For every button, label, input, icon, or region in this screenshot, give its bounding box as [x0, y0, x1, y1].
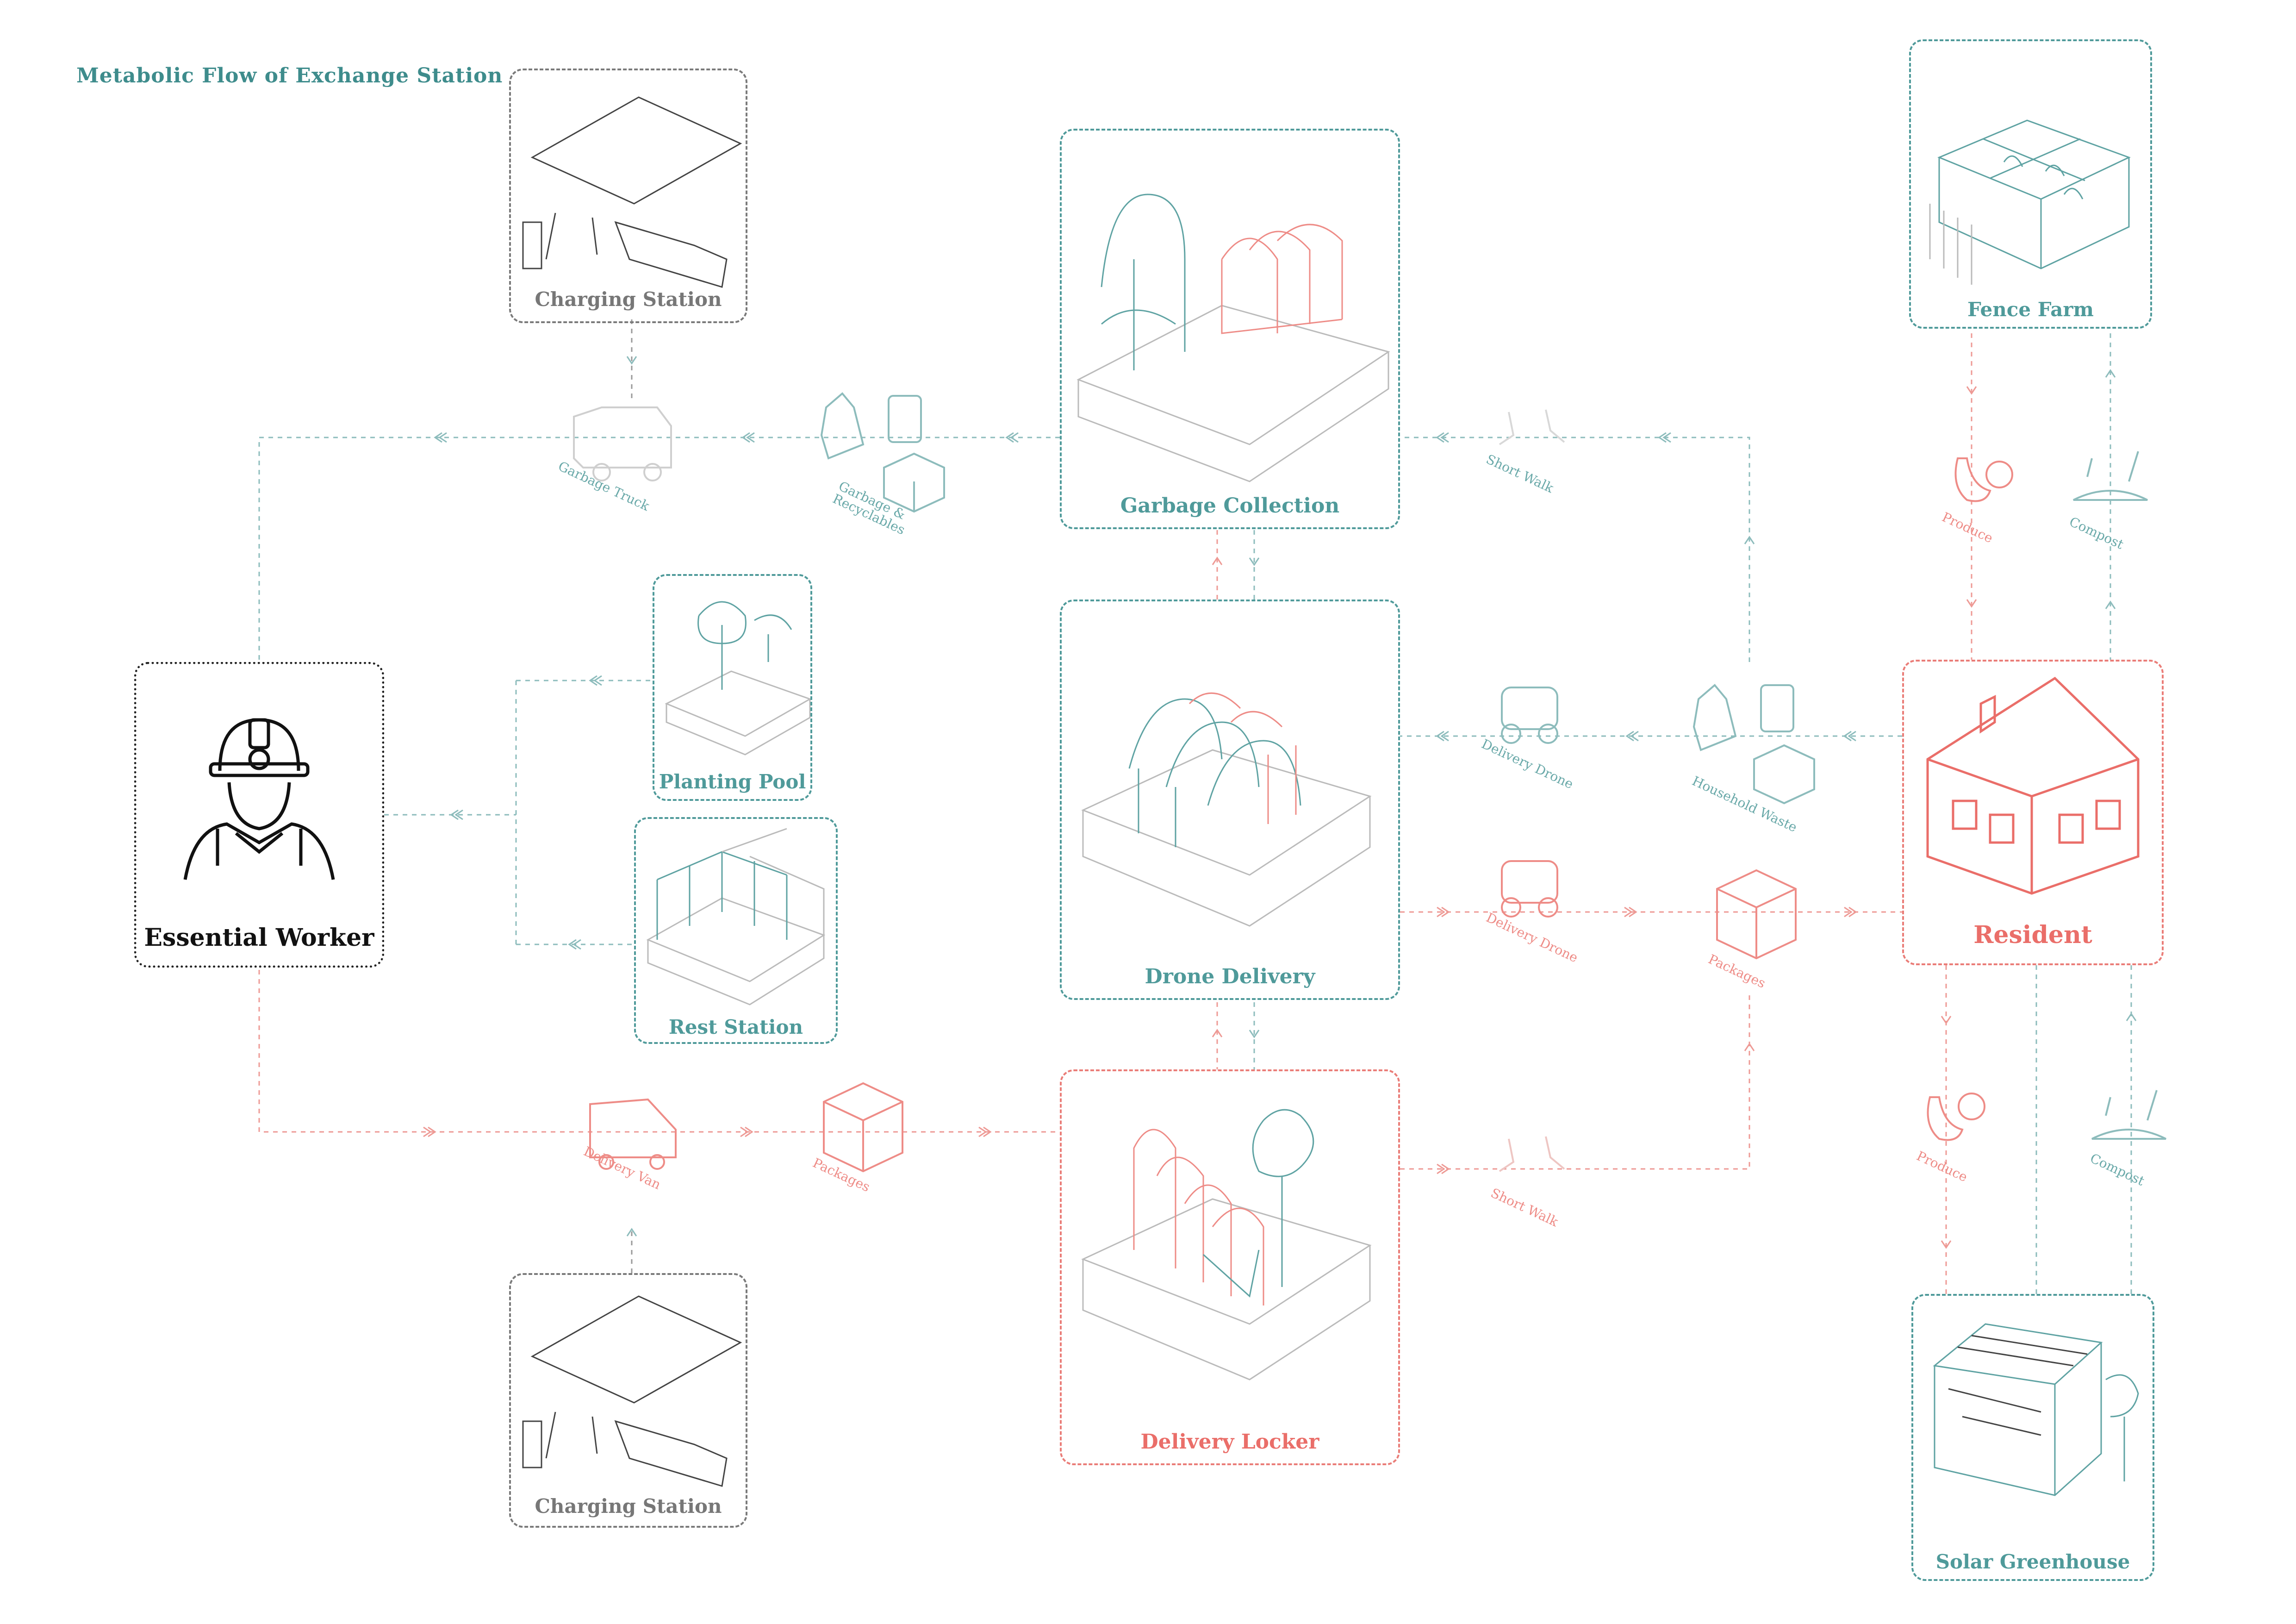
garbage-bag-icon — [1692, 684, 1737, 751]
box-icon — [883, 452, 945, 513]
delivery-van-icon — [589, 1098, 677, 1170]
box-icon — [1753, 744, 1815, 805]
arrow-up — [1212, 556, 1223, 565]
charging-station-bottom-label: Charging Station — [535, 1495, 722, 1518]
garbage-collection-illustration — [1076, 194, 1390, 482]
solar-greenhouse-box: Solar Greenhouse — [1911, 1294, 2154, 1581]
arrow-left — [589, 675, 602, 686]
arrow-down — [1966, 599, 1977, 608]
resident-box: Resident — [1902, 660, 2164, 965]
garbage-collection-box: Garbage Collection — [1060, 129, 1400, 529]
arrow-up — [2126, 1012, 2137, 1021]
arrow-right — [1437, 906, 1450, 918]
planting-pool-label: Planting Pool — [659, 770, 806, 793]
drone-delivery-illustration — [1081, 692, 1372, 927]
drone-delivery-box: Drone Delivery — [1060, 600, 1400, 1000]
fence-farm-illustration — [1929, 119, 2131, 285]
compost-icon — [2073, 451, 2148, 501]
drone-delivery-label: Drone Delivery — [1145, 965, 1315, 988]
arrow-up — [2105, 600, 2116, 609]
line-shortwalk-top — [1400, 437, 1750, 662]
arrow-down — [1249, 557, 1260, 566]
package-icon — [823, 1082, 903, 1173]
rest-station-label: Rest Station — [668, 1016, 803, 1038]
charging-station-bottom-box: Charging Station — [509, 1273, 747, 1528]
line-garbage-to-worker — [258, 437, 1060, 660]
delivery-drone-icon — [1501, 860, 1558, 918]
arrow-left — [450, 809, 463, 820]
planting-pool-illustration — [665, 601, 812, 756]
charging-station-top-label: Charging Station — [535, 288, 722, 311]
solar-greenhouse-label: Solar Greenhouse — [1935, 1550, 2130, 1573]
arrow-down — [1941, 1016, 1952, 1024]
can-icon — [888, 395, 922, 443]
arrow-left — [434, 432, 447, 443]
arrow-left — [1658, 432, 1671, 443]
line-van-to-locker — [258, 970, 1060, 1133]
delivery-drone-icon — [1501, 687, 1558, 744]
arrow-down — [626, 356, 637, 365]
arrow-right — [978, 1126, 992, 1137]
house-icon — [1926, 676, 2140, 895]
delivery-locker-illustration — [1081, 1109, 1372, 1380]
garbage-bag-icon — [820, 392, 865, 460]
arrow-right — [1437, 1163, 1450, 1174]
delivery-locker-box: Delivery Locker — [1060, 1069, 1400, 1465]
compost-icon — [2091, 1090, 2166, 1140]
walking-feet-icon — [1499, 1136, 1565, 1172]
rest-station-box: Rest Station — [634, 817, 838, 1044]
arrow-left — [1843, 731, 1856, 742]
arrow-up — [1212, 1029, 1223, 1037]
walking-feet-icon — [1499, 409, 1565, 445]
delivery-locker-label: Delivery Locker — [1140, 1430, 1319, 1454]
garbage-collection-label: Garbage Collection — [1120, 494, 1340, 518]
solar-greenhouse-illustration — [1933, 1323, 2139, 1496]
charging-station-top-box: Charging Station — [509, 69, 747, 323]
hard-hat-worker-icon — [183, 718, 335, 880]
package-icon — [1716, 869, 1797, 960]
fence-farm-label: Fence Farm — [1967, 298, 2094, 321]
arrow-left — [1436, 432, 1449, 443]
essential-worker-box: Essential Worker — [134, 662, 384, 968]
arrow-right — [1624, 906, 1637, 918]
line-worker-to-stations — [384, 680, 653, 945]
arrow-left — [1436, 731, 1449, 742]
arrow-down — [1249, 1030, 1260, 1038]
arrow-up — [626, 1228, 637, 1237]
rest-station-illustration — [646, 828, 826, 1006]
banana-apple-icon — [1927, 1093, 1985, 1141]
arrow-up — [2105, 369, 2116, 378]
charging-station-illustration — [522, 1295, 742, 1487]
arrow-left — [568, 939, 581, 950]
essential-worker-label: Essential Worker — [144, 924, 374, 952]
diagram-title: Metabolic Flow of Exchange Station — [76, 64, 503, 87]
arrow-right — [740, 1126, 753, 1137]
banana-apple-icon — [1954, 457, 2013, 502]
resident-label: Resident — [1973, 921, 2092, 949]
arrow-left — [1005, 432, 1019, 443]
arrow-up — [1744, 536, 1755, 544]
arrow-right — [1844, 906, 1857, 918]
garbage-truck-icon — [573, 406, 672, 481]
can-icon — [1760, 684, 1794, 732]
arrow-right — [423, 1126, 436, 1137]
arrow-down — [1941, 1240, 1952, 1249]
fence-farm-box: Fence Farm — [1909, 39, 2152, 329]
arrow-up — [1744, 1043, 1755, 1051]
arrow-left — [1625, 731, 1639, 742]
arrow-left — [741, 432, 755, 443]
arrow-down — [1966, 386, 1977, 395]
charging-station-illustration — [522, 96, 742, 288]
planting-pool-box: Planting Pool — [653, 574, 812, 801]
line-shortwalk-bottom — [1400, 995, 1750, 1170]
